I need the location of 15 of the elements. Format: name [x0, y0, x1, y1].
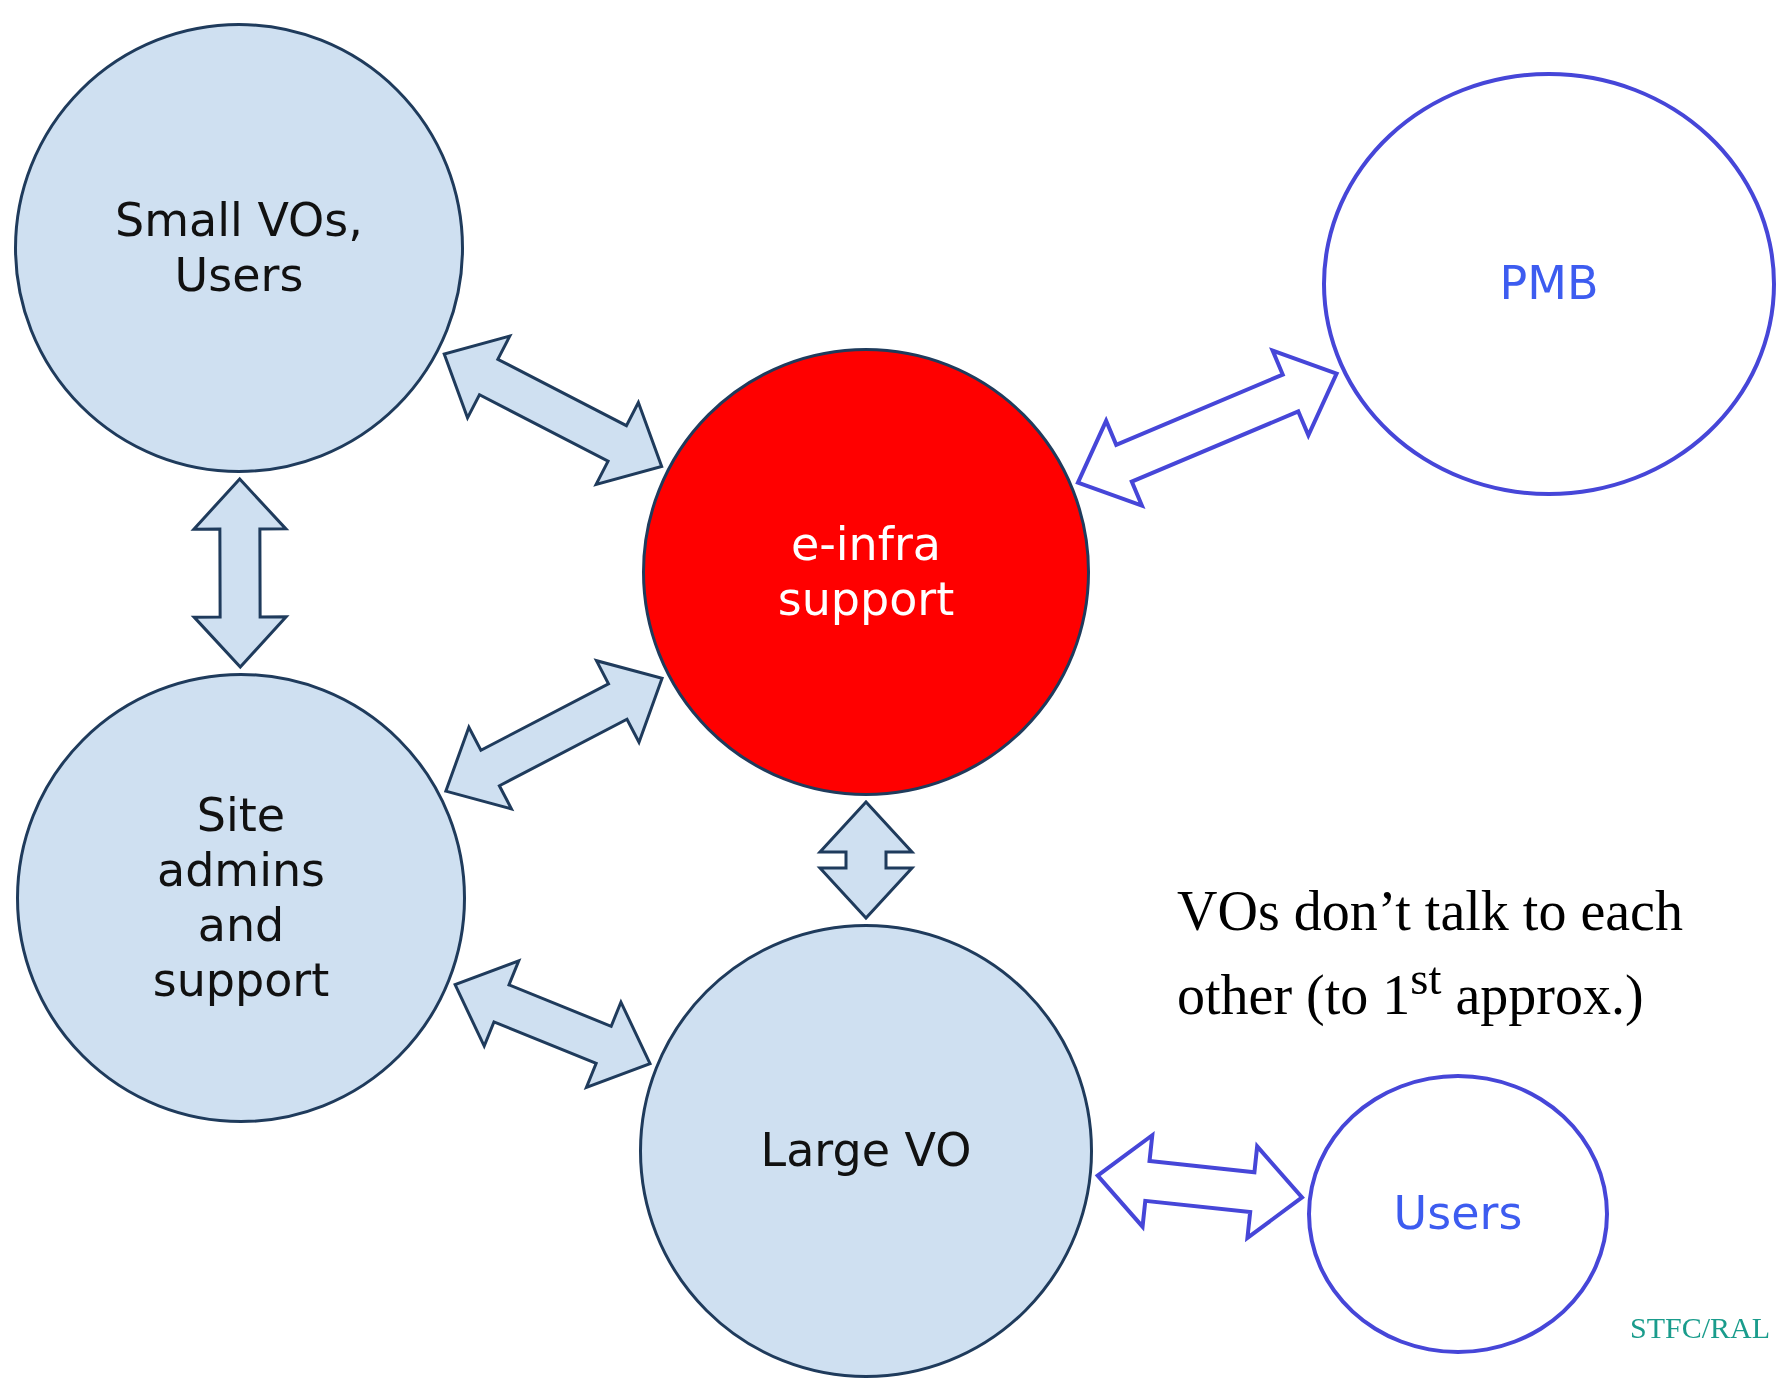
node-label: Users — [1393, 1186, 1523, 1242]
node-label: e-infra support — [776, 516, 956, 628]
node-label: Large VO — [760, 1123, 972, 1179]
double-arrow — [190, 476, 290, 670]
double-arrow — [442, 333, 664, 487]
node-label: Site admins and support — [151, 787, 331, 1009]
double-arrow — [443, 658, 665, 812]
node-label: PMB — [1499, 256, 1599, 312]
double-arrow — [1094, 1130, 1305, 1243]
double-arrow — [453, 958, 653, 1091]
credit-text: STFC/RAL — [1630, 1310, 1772, 1346]
double-arrow — [816, 799, 916, 921]
node-label: Small VOs, Users — [114, 192, 364, 304]
note-text: VOs don’t talk to each other (to 1$^{st}$ approx.) — [1177, 879, 1684, 1028]
double-arrow — [1075, 347, 1340, 510]
